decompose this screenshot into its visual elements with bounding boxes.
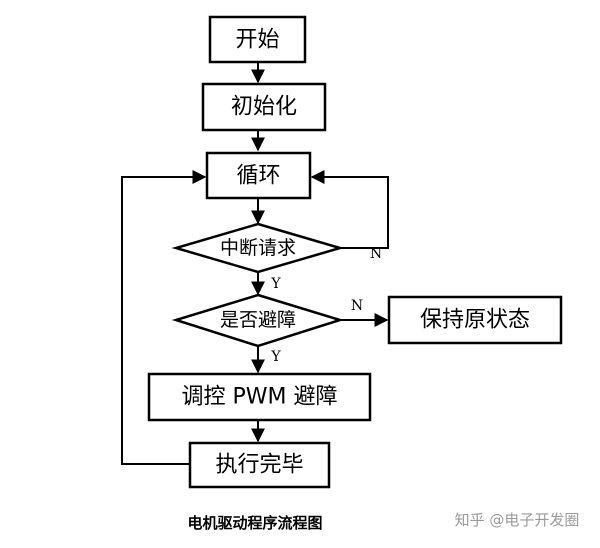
loop-label: 循环: [236, 164, 280, 189]
diagram-caption: 电机驱动程序流程图: [187, 514, 322, 532]
interrupt-diamond: [171, 222, 345, 274]
execute-box: [188, 441, 331, 489]
start-label: 开始: [235, 28, 279, 53]
interrupt-label: 中断请求: [220, 237, 296, 259]
interrupt-yes-label: Y: [270, 276, 281, 292]
loop-box: [205, 151, 312, 200]
init-box: [201, 82, 327, 132]
start-box: [208, 15, 307, 64]
watermark: 知乎 @电子开发圈: [455, 511, 580, 529]
keep-state-label: 保持原状态: [420, 308, 530, 333]
keep-state-box: [387, 295, 563, 345]
avoid-check-diamond: [171, 293, 345, 348]
edge-interrupt-no-back-to-loop: [310, 170, 389, 249]
interrupt-no-label: N: [370, 246, 382, 262]
pwm-control-box: [147, 372, 372, 422]
avoid-no-label: N: [351, 298, 363, 314]
avoid-check-label: 是否避障: [220, 309, 296, 331]
avoid-yes-label: Y: [270, 349, 281, 365]
execute-label: 执行完毕: [215, 453, 303, 478]
init-label: 初始化: [231, 95, 297, 120]
pwm-control-label: 调控 PWM 避障: [182, 385, 338, 410]
edge-execute-back-to-loop: [121, 170, 207, 465]
